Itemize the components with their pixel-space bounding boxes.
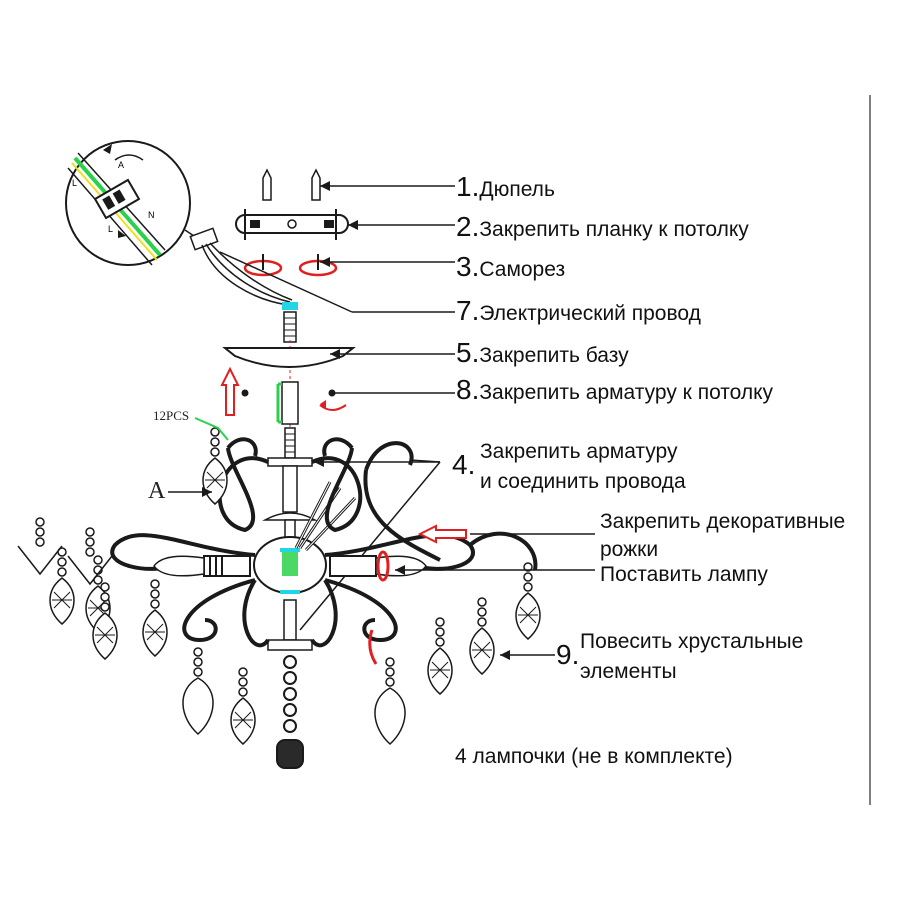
step-2-text: Закрепить планку к потолку — [479, 218, 749, 241]
crystals-text-line2: элементы — [580, 660, 677, 683]
crystal-drop — [182, 647, 214, 736]
bulbs-note: 4 лампочки (не в комплекте) — [455, 745, 733, 768]
callout-a-label: A — [148, 478, 166, 504]
step-5-label: 5.Закрепить базу — [456, 337, 629, 369]
left-socket — [153, 555, 251, 577]
dowel-icons — [262, 168, 321, 201]
step-5-number: 5. — [456, 337, 480, 368]
canopy-base — [222, 347, 356, 368]
crystal-drops — [17, 427, 541, 746]
step-3-number: 3. — [456, 251, 480, 282]
step-2-label: 2.Закрепить планку к потолку — [456, 211, 749, 243]
step-3-text: Саморез — [479, 258, 566, 281]
wire-letter-a: A — [118, 160, 124, 170]
crystals-number-label: 9. — [556, 639, 580, 671]
crystal-drop — [92, 582, 118, 660]
pcs-label: 12PCS — [153, 408, 190, 423]
step-1-number: 1. — [456, 171, 480, 202]
step-7-label: 7.Электрический провод — [456, 295, 701, 327]
sleeve — [241, 381, 347, 425]
mounting-bar — [235, 209, 349, 240]
crystal-drop — [515, 562, 541, 640]
central-rod — [262, 427, 318, 543]
step-2-number: 2. — [456, 211, 480, 242]
rotate-arrow-icon — [368, 629, 378, 665]
pcs-leader — [194, 417, 229, 441]
crystal-drop — [67, 527, 113, 586]
right-socket — [329, 550, 427, 582]
crystals-text-line1: Повесить хрустальные — [580, 630, 804, 653]
lamp-text: Поставить лампу — [600, 563, 768, 586]
step-8-number: 8. — [456, 374, 480, 405]
step-4-number: 4. — [452, 449, 476, 480]
upper-arms — [217, 437, 441, 562]
left-arrow-icon — [417, 524, 467, 544]
crystal-drop — [374, 657, 406, 746]
center-body — [253, 481, 357, 651]
screw-icons — [243, 254, 338, 277]
crystal-drop — [17, 517, 63, 576]
crystal-drop — [230, 667, 256, 745]
step-7-text: Электрический провод — [479, 302, 701, 325]
leader-4c — [409, 459, 441, 463]
crystal-drop — [142, 579, 168, 657]
step-3-label: 3.Саморез — [456, 251, 566, 283]
horns-text-line2: рожки — [600, 538, 659, 561]
wire-letter-l-top: L — [72, 178, 77, 188]
bottom-finial — [276, 655, 304, 769]
up-arrow-icon — [220, 366, 240, 416]
right-arm-assembly — [310, 531, 538, 648]
step-1-text: Дюпель — [479, 178, 555, 201]
wire-letter-l-bottom: L — [108, 224, 113, 234]
step-4-number-label: 4. — [452, 449, 476, 481]
step-4-text-line1: Закрепить арматуру — [480, 440, 678, 463]
crystal-drop — [469, 597, 495, 675]
step-7-number: 7. — [456, 295, 480, 326]
left-arm-assembly — [110, 533, 270, 648]
step-8-text: Закрепить арматуру к потолку — [479, 381, 774, 404]
leader-7 — [219, 251, 353, 313]
wire-connection-detail: A L N L — [65, 140, 191, 266]
crystal-drop — [49, 547, 75, 625]
step-1-label: 1.Дюпель — [456, 171, 555, 203]
wire-letter-n: N — [148, 210, 155, 220]
wire-connector — [189, 227, 293, 306]
threaded-rod-top — [282, 302, 298, 343]
step-8-label: 8.Закрепить арматуру к потолку — [456, 374, 774, 406]
crystal-drop — [427, 617, 453, 695]
step-4-text-line2: и соединить провода — [480, 470, 686, 493]
step-5-text: Закрепить базу — [479, 344, 629, 367]
crystals-number: 9. — [556, 639, 580, 670]
horns-text-line1: Закрепить декоративные — [600, 510, 846, 533]
